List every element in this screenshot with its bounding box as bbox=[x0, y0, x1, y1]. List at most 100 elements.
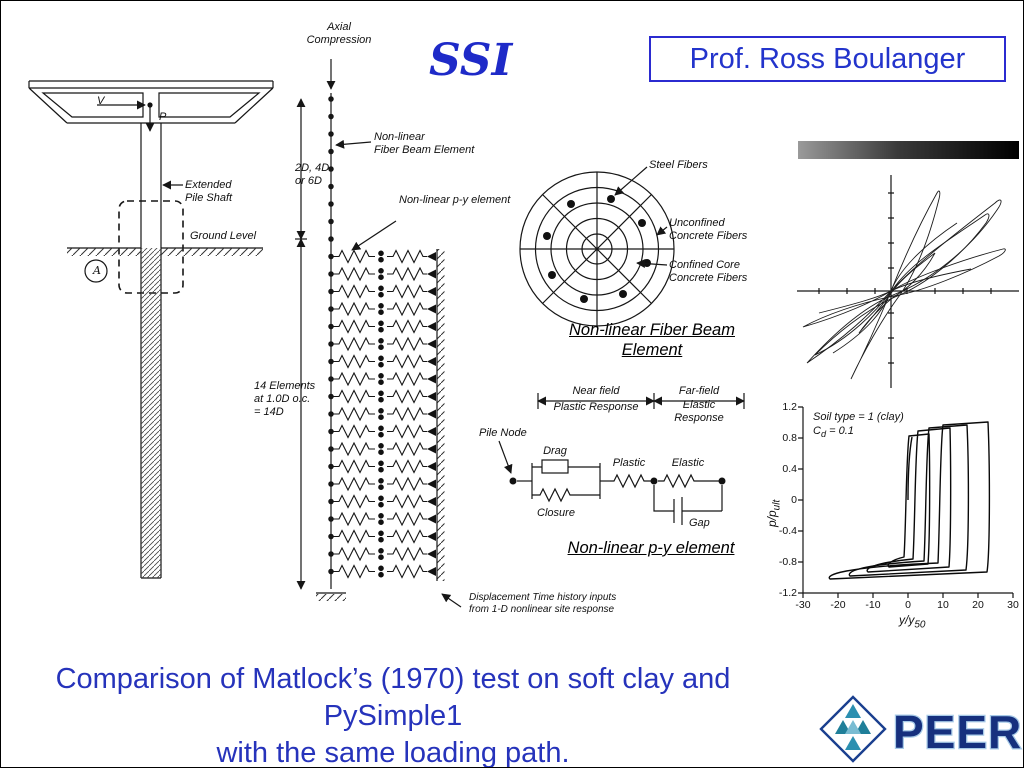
steel-fibers-label: Steel Fibers bbox=[649, 159, 708, 171]
pile-hatch bbox=[141, 248, 161, 578]
plastic-label: Plastic bbox=[612, 457, 646, 469]
drag-slider bbox=[541, 459, 569, 474]
py-loop bbox=[866, 427, 952, 573]
y-axis-label-sub: ult bbox=[771, 499, 783, 511]
base-hatch bbox=[316, 594, 346, 601]
fiber-beam-element-label: Non-linear Fiber Beam Element bbox=[374, 131, 475, 156]
moment-hysteresis-plot bbox=[797, 175, 1019, 388]
x-axis-label-sub: 50 bbox=[914, 619, 926, 631]
hysteresis-loop bbox=[832, 222, 958, 354]
peer-logo: PEER bbox=[819, 695, 1023, 763]
py-mechanical-model bbox=[498, 393, 745, 525]
py-response-chart: 1.2 0.8 0.4 0 -0.4 -0.8 -1.2 -30 -20 -10… bbox=[761, 397, 1023, 633]
dim-top-label: 2D, 4D or 6D bbox=[295, 162, 330, 187]
caption-line-1: Comparison of Matlock’s (1970) test on s… bbox=[55, 663, 731, 732]
x-tick: 20 bbox=[972, 599, 984, 611]
slide-caption: Comparison of Matlock’s (1970) test on s… bbox=[1, 661, 785, 768]
section-mark-label: A bbox=[93, 264, 101, 277]
y-tick: -0.4 bbox=[778, 525, 797, 537]
annotation-cd: Cd = 0.1 bbox=[813, 424, 854, 439]
credit-text: Prof. Ross Boulanger bbox=[689, 42, 966, 75]
elastic-label: Elastic bbox=[671, 457, 705, 469]
x-tick: -30 bbox=[795, 599, 811, 611]
section-mark-circle bbox=[84, 259, 108, 283]
y-tick: -1.2 bbox=[778, 587, 797, 599]
py-model-caption: Non-linear p-y element bbox=[567, 539, 735, 557]
photo-gradient-bar bbox=[798, 141, 1019, 159]
pile-shaft-diagram bbox=[28, 80, 274, 579]
x-tick: -10 bbox=[865, 599, 881, 611]
y-tick: 0.8 bbox=[782, 432, 797, 444]
py-loop bbox=[848, 424, 970, 577]
fiber-label-arrow bbox=[335, 139, 372, 149]
ground-hatch-left bbox=[67, 248, 141, 256]
peer-diamond-icon bbox=[819, 695, 887, 763]
credit-box: Prof. Ross Boulanger bbox=[649, 36, 1006, 82]
closure-spring bbox=[532, 487, 600, 503]
plastic-response-label: Plastic Response bbox=[553, 401, 639, 413]
x-axis-label: y/y50 bbox=[899, 613, 969, 630]
deck-outline bbox=[28, 80, 274, 124]
pile-node-dot bbox=[509, 477, 517, 485]
y-tick: -0.8 bbox=[778, 556, 797, 568]
steel-fiber-dots bbox=[543, 195, 651, 303]
hysteresis-loop bbox=[806, 199, 1002, 364]
wall-hatch bbox=[437, 249, 445, 581]
pile-node-arrow bbox=[498, 440, 513, 474]
elastic-spring bbox=[658, 473, 722, 489]
gap-label: Gap bbox=[689, 517, 710, 529]
near-field-label: Near field bbox=[572, 385, 620, 397]
plastic-spring bbox=[610, 473, 654, 489]
plot-ticks bbox=[818, 192, 992, 364]
hysteresis-loop bbox=[802, 248, 1006, 328]
extended-pile-shaft-label: Extended Pile Shaft bbox=[185, 179, 233, 204]
confined-leader-arrow bbox=[636, 259, 668, 269]
peer-logo-text: PEER bbox=[893, 706, 1022, 758]
input-leader-arrow bbox=[441, 593, 462, 608]
caption-line-2: with the same loading path. bbox=[216, 737, 570, 768]
unconfined-leader-arrow bbox=[656, 226, 668, 236]
deck-cell-right bbox=[158, 92, 261, 118]
y-tick: 1.2 bbox=[782, 401, 797, 413]
chart-ticks bbox=[798, 406, 1014, 598]
py-loop bbox=[907, 436, 913, 501]
py-element-label: Non-linear p-y element bbox=[399, 194, 511, 206]
confined-fibers-label: Confined Core Concrete Fibers bbox=[669, 259, 748, 284]
elastic-response-label: Elastic Response bbox=[674, 399, 724, 424]
dim-bottom-label: 14 Elements at 1.0D o.c. = 14D bbox=[254, 380, 316, 418]
x-tick: -20 bbox=[830, 599, 846, 611]
y-tick: 0.4 bbox=[782, 463, 797, 475]
mid-node-dot bbox=[650, 477, 658, 485]
beam-spring-model bbox=[295, 59, 462, 608]
fiber-section-diagram bbox=[519, 166, 675, 327]
dim-ticks bbox=[537, 393, 745, 409]
unconfined-fibers-label: Unconfined Concrete Fibers bbox=[669, 217, 748, 242]
gap-element bbox=[653, 485, 723, 525]
end-node-dot bbox=[718, 477, 726, 485]
v-load-label: V bbox=[97, 95, 105, 107]
pile-node-label: Pile Node bbox=[479, 427, 527, 439]
ground-level-label: Ground Level bbox=[190, 230, 257, 242]
hysteresis-loop bbox=[814, 213, 990, 356]
chart-annotation: Soil type = 1 (clay) Cd = 0.1 bbox=[813, 411, 963, 440]
steel-leader-arrow bbox=[614, 166, 648, 196]
x-axis-label-base: y/y bbox=[899, 613, 915, 627]
ground-hatch-right bbox=[161, 248, 263, 256]
deck-cell-left bbox=[41, 92, 144, 118]
section-spokes bbox=[520, 172, 674, 326]
p-load-label: P bbox=[159, 111, 167, 123]
py-loop bbox=[828, 421, 991, 580]
x-tick: 0 bbox=[905, 599, 911, 611]
x-tick: 10 bbox=[937, 599, 949, 611]
displacement-input-label: Displacement Time history inputs from 1-… bbox=[469, 592, 617, 615]
x-tick: 30 bbox=[1007, 599, 1019, 611]
closure-label: Closure bbox=[537, 507, 575, 519]
page-title: SSI bbox=[429, 35, 513, 86]
y-tick: 0 bbox=[791, 494, 797, 506]
py-chart-plot-area bbox=[798, 406, 1014, 598]
far-field-label: Far-field bbox=[678, 385, 720, 397]
py-loop bbox=[887, 433, 931, 568]
drag-label: Drag bbox=[543, 445, 567, 457]
y-axis-label: p/pult bbox=[765, 467, 782, 527]
